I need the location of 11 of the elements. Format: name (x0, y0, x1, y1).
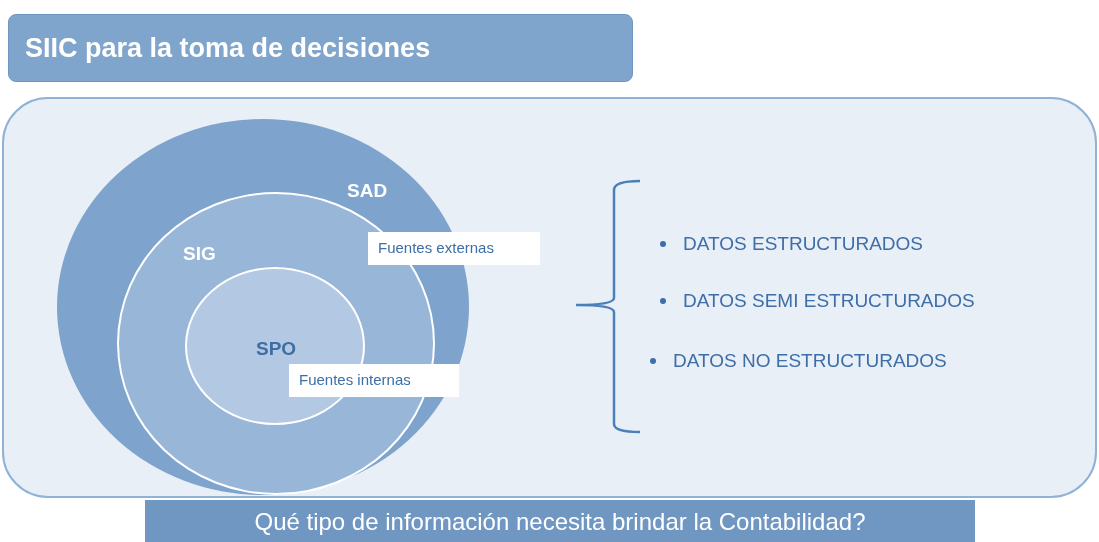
text-box: Fuentes externas (368, 232, 540, 265)
list-item: DATOS ESTRUCTURADOS (683, 233, 923, 255)
panel-background (2, 97, 1097, 498)
caption-banner: Qué tipo de información necesita brindar la Contabilidad? (145, 500, 975, 542)
circle-label: SPO (256, 339, 297, 358)
title-banner: SIIC para la toma de decisiones (8, 14, 633, 82)
text-box: Fuentes internas (289, 364, 459, 397)
list-item: DATOS NO ESTRUCTURADOS (673, 350, 947, 372)
circle-label: SAD (347, 181, 388, 200)
list-item: DATOS SEMI ESTRUCTURADOS (683, 290, 975, 312)
circle-label: SIG (183, 244, 216, 263)
